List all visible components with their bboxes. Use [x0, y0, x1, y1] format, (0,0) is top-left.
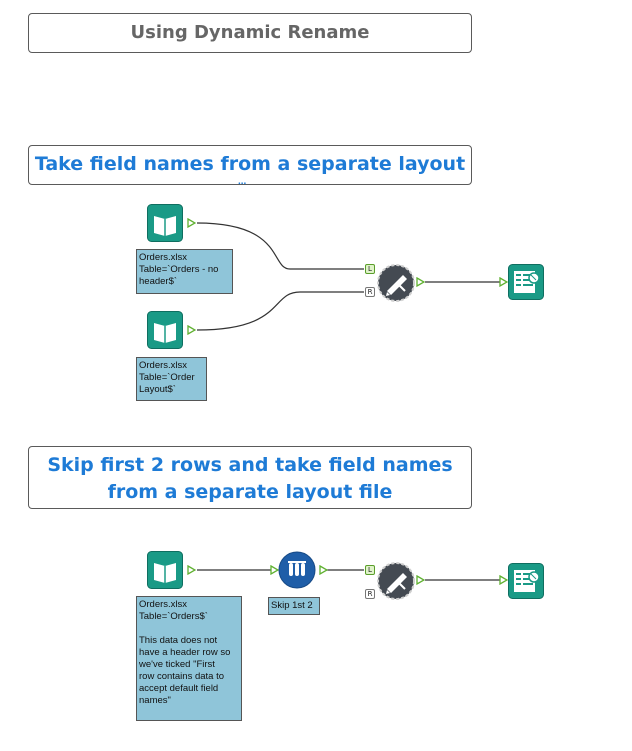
sample-icon	[278, 551, 316, 589]
input1-annotation: Orders.xlsx Table=`Orders - no header$`	[136, 249, 233, 294]
dynamic-rename-tool-2[interactable]	[377, 562, 415, 600]
connection-input2-to-rename[interactable]	[196, 291, 364, 331]
output-anchor-icon[interactable]	[187, 565, 196, 575]
sample-tool[interactable]	[278, 551, 316, 589]
dynamic-rename-tool-1[interactable]	[377, 264, 415, 302]
section2-title-line1: Skip first 2 rows and take field names	[47, 454, 453, 476]
input-anchor-icon[interactable]	[499, 277, 508, 287]
input-data-tool-3[interactable]	[147, 551, 183, 589]
input-anchor-icon[interactable]	[499, 575, 508, 585]
browse-icon	[508, 264, 544, 300]
dynamic-rename-icon	[377, 562, 415, 600]
section1-title: Take field names from a separate layout	[34, 153, 466, 175]
input-anchor-icon[interactable]	[270, 565, 279, 575]
output-anchor-icon[interactable]	[416, 277, 425, 287]
right-input-anchor[interactable]: R	[365, 589, 375, 599]
book-icon	[147, 311, 183, 349]
browse-tool-2[interactable]	[508, 563, 544, 599]
input-data-tool-1[interactable]	[147, 204, 183, 242]
browse-icon	[508, 563, 544, 599]
connection-input1-to-rename[interactable]	[196, 222, 364, 270]
output-anchor-icon[interactable]	[187, 218, 196, 228]
left-input-anchor[interactable]: L	[365, 264, 375, 274]
section1-overflow-text: ...	[238, 176, 247, 187]
browse-tool-1[interactable]	[508, 264, 544, 300]
output-anchor-icon[interactable]	[319, 565, 328, 575]
input2-annotation: Orders.xlsx Table=`Order Layout$`	[136, 357, 207, 401]
left-input-anchor[interactable]: L	[365, 565, 375, 575]
canvas-title: Using Dynamic Rename	[130, 22, 370, 43]
book-icon	[147, 204, 183, 242]
input-data-tool-2[interactable]	[147, 311, 183, 349]
book-icon	[147, 551, 183, 589]
canvas-title-box: Using Dynamic Rename	[28, 13, 472, 53]
right-input-anchor[interactable]: R	[365, 287, 375, 297]
output-anchor-icon[interactable]	[187, 325, 196, 335]
section2-header-box: Skip first 2 rows and take field names f…	[28, 446, 472, 509]
output-anchor-icon[interactable]	[416, 575, 425, 585]
section2-title-line2: from a separate layout file	[107, 481, 393, 503]
section1-header-box: Take field names from a separate layout	[28, 145, 472, 185]
dynamic-rename-icon	[377, 264, 415, 302]
sample-annotation: Skip 1st 2	[268, 597, 320, 615]
input3-annotation: Orders.xlsx Table=`Orders$` This data do…	[136, 596, 242, 721]
